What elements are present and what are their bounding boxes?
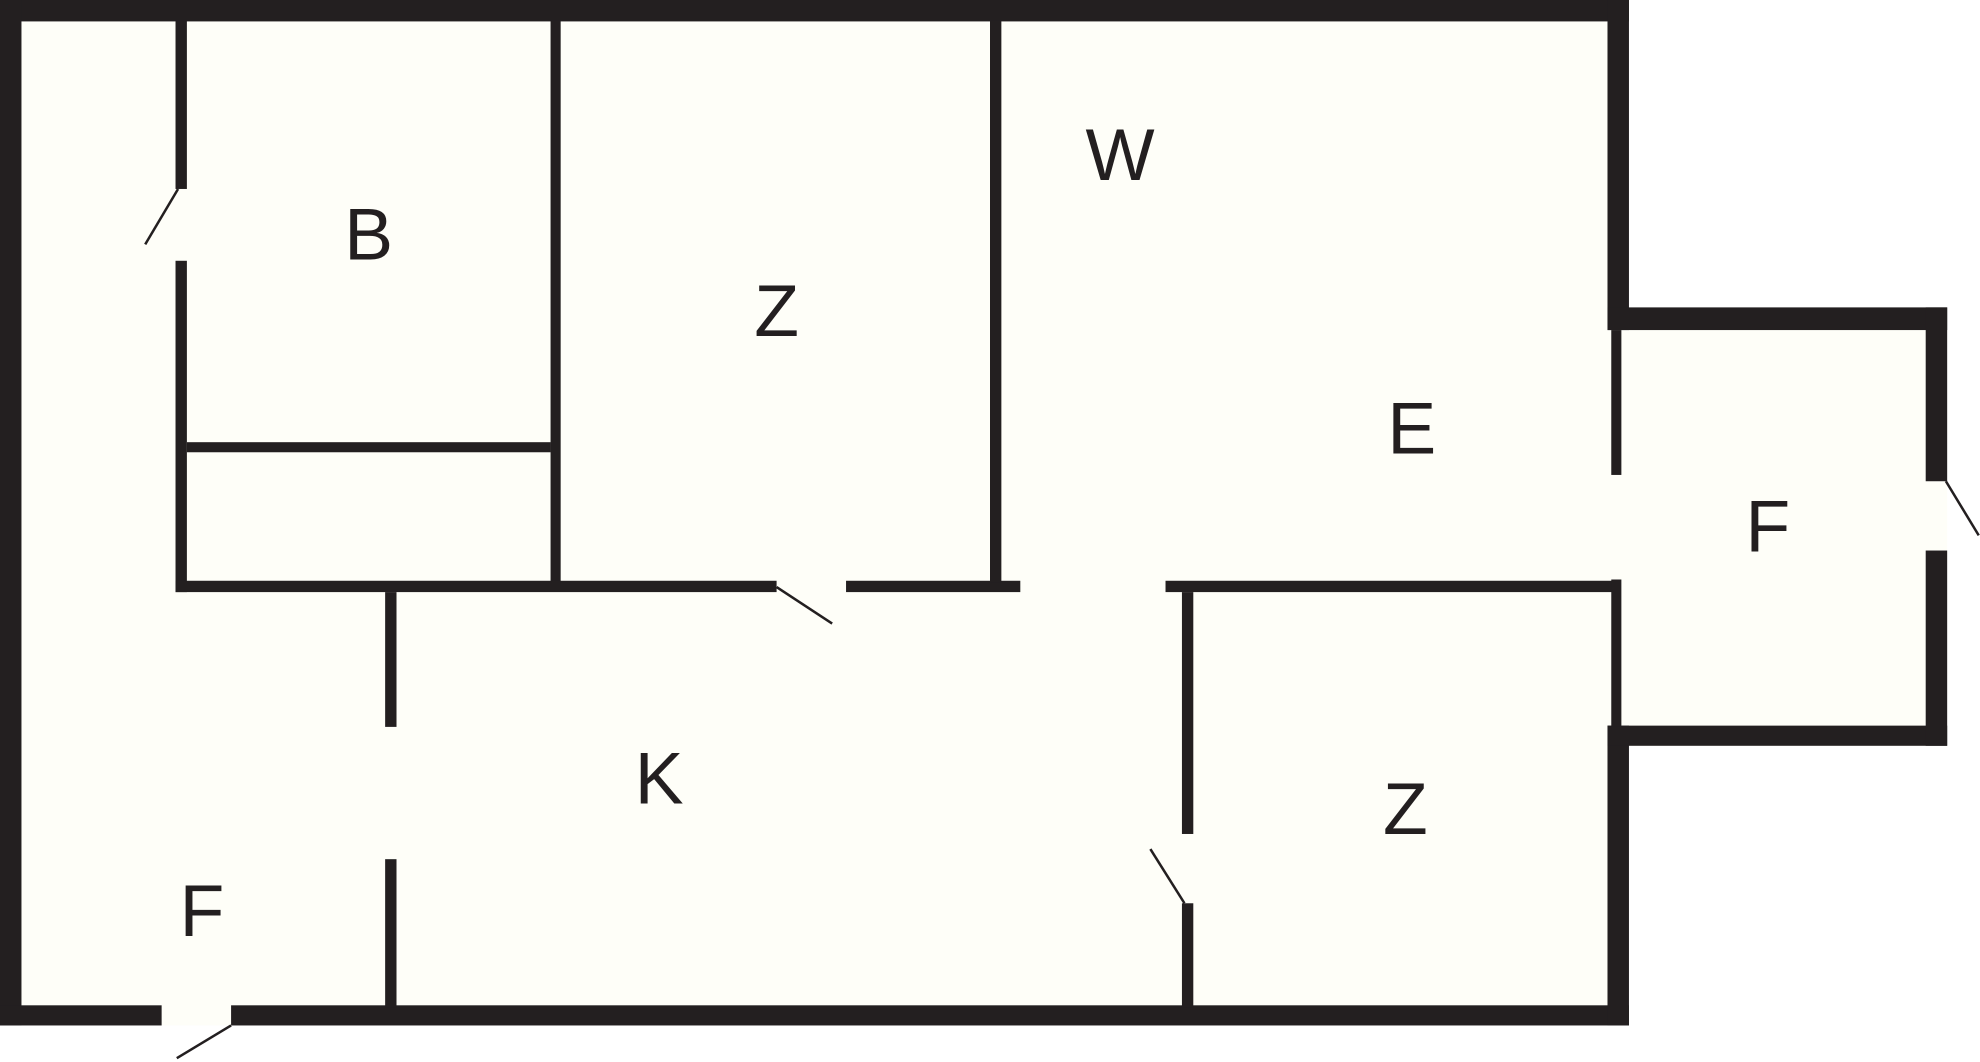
room-label-f-right: F [1745,486,1790,568]
door-swing [775,586,833,625]
door-swings [144,188,1980,1060]
room-label-w: W [1085,114,1154,196]
room-label-f-left: F [180,870,225,952]
room-labels: B Z W E F K Z F [180,114,1791,952]
door-swing [1944,480,1980,537]
floor-area [0,0,1947,1025]
door-swing [176,1024,232,1060]
door-swing [144,188,180,246]
outer-walls [0,0,1948,1026]
room-label-k: K [635,738,684,820]
inner-walls [175,20,1622,1008]
room-label-e: E [1387,387,1436,469]
room-label-z-upper: Z [754,270,799,352]
door-swing [1149,848,1186,904]
room-label-b: B [344,193,393,275]
room-label-z-lower: Z [1383,768,1428,850]
